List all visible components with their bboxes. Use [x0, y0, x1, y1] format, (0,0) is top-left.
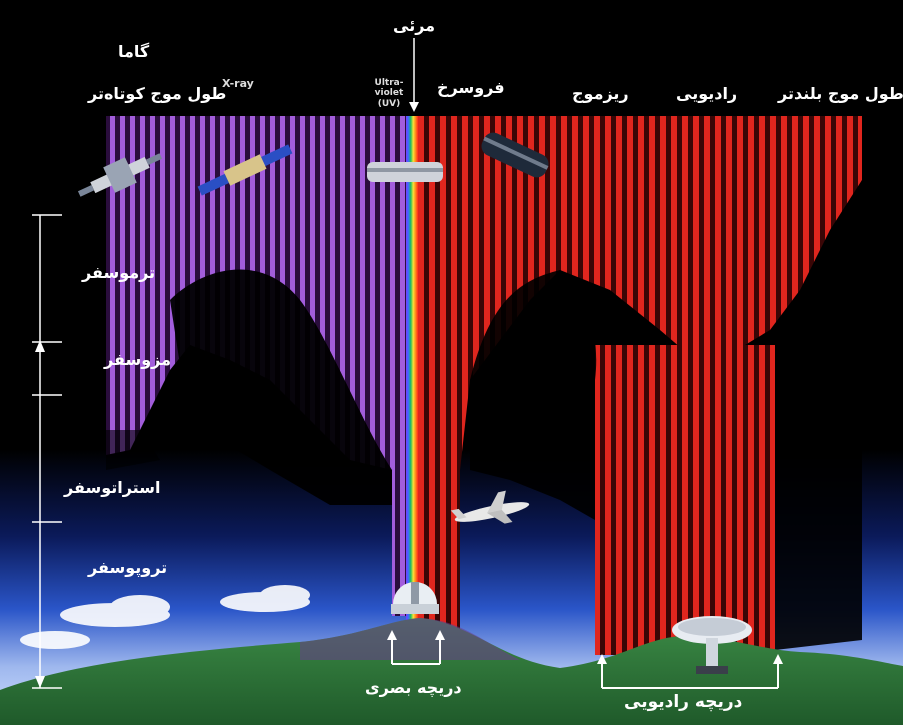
- ground: [0, 618, 903, 725]
- infrared-label: فروسرخ: [437, 78, 505, 97]
- infrared-telescope-icon: [481, 132, 549, 178]
- shorter-wavelength-label: طول موج کوتاه‌تر: [88, 84, 227, 103]
- stratosphere-label: استراتوسفر: [64, 478, 161, 497]
- observatory-dome-icon: [391, 582, 439, 614]
- mesosphere-label: مزوسفر: [104, 350, 172, 369]
- troposphere-label: تروپوسفر: [88, 558, 168, 577]
- radio-dish-icon: [672, 616, 752, 674]
- longer-wavelength-label: طول موج بلندتر: [778, 84, 903, 103]
- radio-window-bracket: [597, 654, 783, 689]
- infrared-microwave-radio-band: [418, 116, 862, 470]
- clouds: [20, 585, 310, 649]
- gamma-label: گاما: [118, 42, 150, 61]
- xray-satellite-icon: [197, 144, 293, 196]
- uv-telescope-icon: [367, 162, 443, 182]
- visible-label: مرئی: [393, 16, 436, 35]
- optical-window-label: دریچه بصری: [365, 678, 462, 697]
- radio-label: رادیویی: [676, 84, 738, 103]
- airplane-icon: [450, 490, 530, 524]
- altitude-scale: [32, 214, 62, 689]
- gamma-satellite-icon: [77, 153, 163, 197]
- visible-light-band: [406, 116, 418, 646]
- thermosphere-label: ترموسفر: [82, 263, 156, 282]
- visible-pointer-arrow: [409, 38, 419, 112]
- microwave-label: ریزموج: [572, 84, 629, 103]
- uv-label: Ultra- violet (UV): [374, 78, 404, 109]
- optical-window-bracket: [387, 630, 445, 665]
- xray-label: X-ray: [222, 77, 254, 90]
- radio-window-label: دریچه رادیویی: [624, 692, 743, 712]
